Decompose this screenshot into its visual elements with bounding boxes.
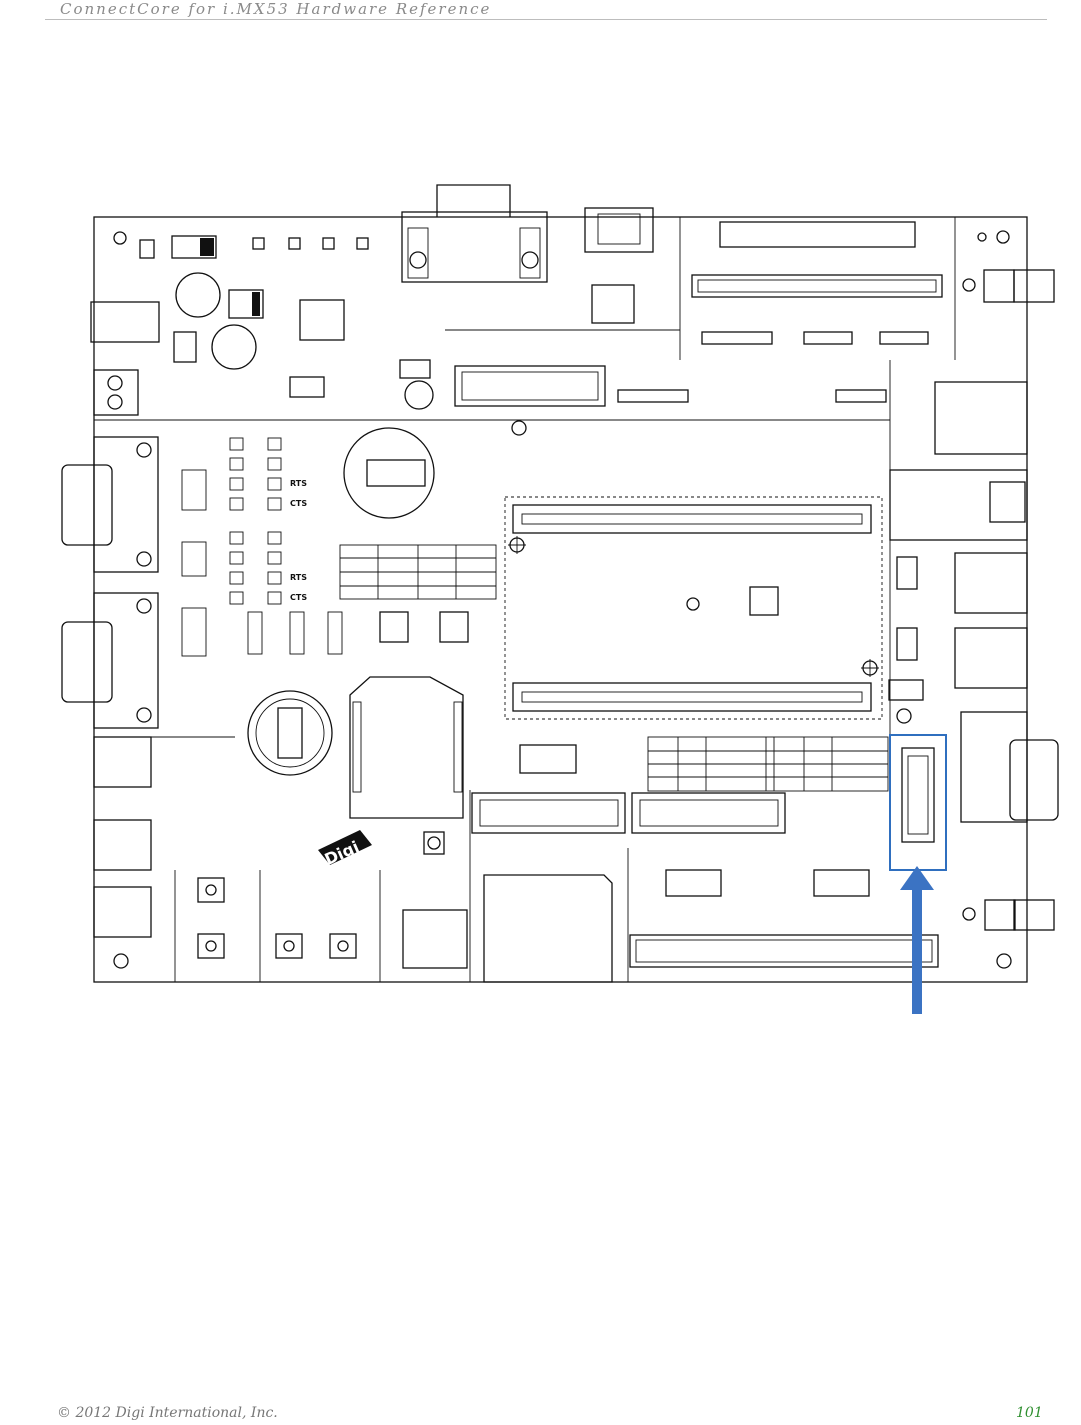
rts-label-2: RTS [290, 573, 307, 582]
cts-label-1: CTS [290, 499, 307, 508]
footer-copyright: © 2012 Digi International, Inc. [57, 1405, 278, 1421]
page-number: 101 [1016, 1405, 1043, 1421]
digi-logo-text: Digi [322, 837, 362, 869]
rts-label-1: RTS [290, 479, 307, 488]
cts-label-2: CTS [290, 593, 307, 602]
highlight-box [890, 735, 946, 870]
